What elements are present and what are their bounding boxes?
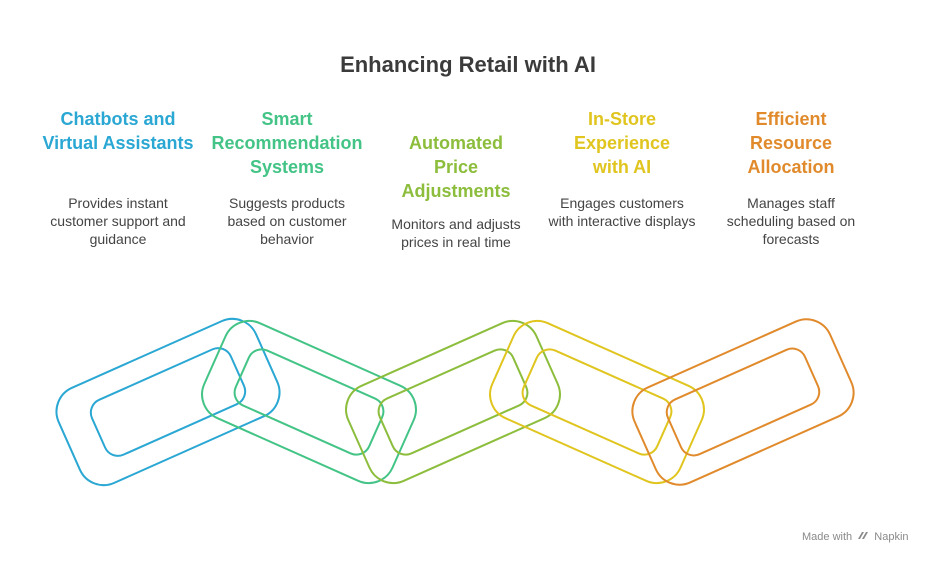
chain-link-1: [55, 317, 281, 487]
page-title: Enhancing Retail with AI: [340, 52, 596, 77]
item-description: Provides instant customer support and gu…: [50, 195, 186, 247]
item-description: Engages customers with interactive displ…: [548, 195, 696, 229]
item-heading: In-Store Experience with AI: [573, 109, 671, 177]
item-heading: Automated Price Adjustments: [401, 133, 511, 201]
chain-link-5: [631, 318, 855, 486]
chain-link-2: [201, 319, 417, 485]
item-description: Manages staff scheduling based on foreca…: [726, 195, 856, 247]
napkin-logo-icon: [858, 532, 869, 539]
item-heading: Efficient Resource Allocation: [747, 109, 835, 177]
item-description: Monitors and adjusts prices in real time: [391, 216, 521, 250]
watermark: Made with Napkin: [802, 530, 909, 543]
watermark-brand: Napkin: [874, 531, 909, 543]
item-heading: Chatbots and Virtual Assistants: [42, 109, 194, 153]
chain-link-4: [489, 319, 705, 485]
item-description: Suggests products based on customer beha…: [227, 195, 347, 247]
item-heading: Smart Recommendation Systems: [211, 109, 363, 177]
watermark-prefix: Made with: [802, 531, 853, 543]
chain-link-3: [345, 319, 561, 485]
